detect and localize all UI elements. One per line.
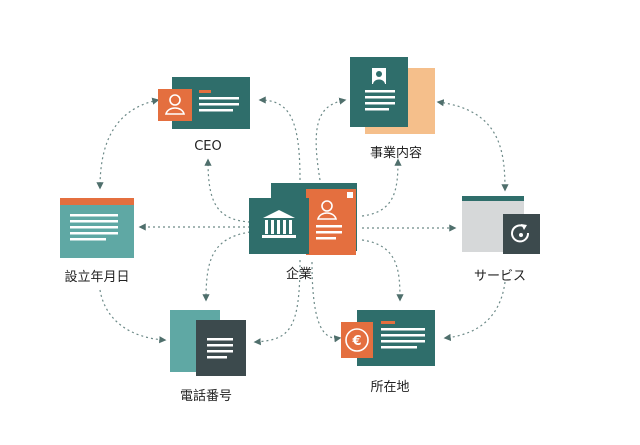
services-node[interactable]	[462, 196, 540, 254]
center-node[interactable]	[249, 183, 357, 255]
document-lines-icon	[70, 214, 118, 241]
bank-building-icon	[262, 210, 296, 238]
connector-business-services	[436, 99, 509, 192]
services-label: サービス	[473, 269, 527, 284]
connectors	[96, 96, 509, 346]
address-node[interactable]: €	[341, 310, 435, 366]
connector-center-ceo	[204, 158, 251, 223]
ceo-node[interactable]	[158, 77, 250, 129]
profile-card-icon	[316, 200, 338, 220]
refresh-cycle-icon	[511, 224, 530, 243]
connector-center-business	[361, 158, 402, 217]
connector-founded-phone	[99, 289, 167, 344]
connector-center-up	[258, 96, 301, 181]
svg-text:€: €	[351, 334, 361, 349]
business-node[interactable]	[350, 57, 435, 134]
connector-services-address	[443, 281, 506, 342]
founded-node[interactable]	[60, 198, 134, 258]
document-lines-icon	[207, 338, 233, 359]
ceo-label: CEO	[194, 139, 222, 154]
phone-label: 電話番号	[179, 389, 233, 404]
connector-center-up-right	[315, 97, 347, 181]
founded-label: 設立年月日	[64, 270, 130, 285]
connector-center-address	[361, 239, 404, 302]
phone-node[interactable]	[170, 310, 246, 376]
address-label: 所在地	[370, 380, 410, 395]
connector-center-down-right	[311, 261, 342, 343]
euro-coin-icon: €	[345, 328, 369, 352]
business-label: 事業内容	[369, 146, 423, 161]
connector-ceo-founded	[96, 97, 160, 190]
connector-center-phone	[202, 231, 251, 302]
center-label: 企業	[285, 267, 313, 282]
profile-document-icon	[372, 68, 386, 84]
